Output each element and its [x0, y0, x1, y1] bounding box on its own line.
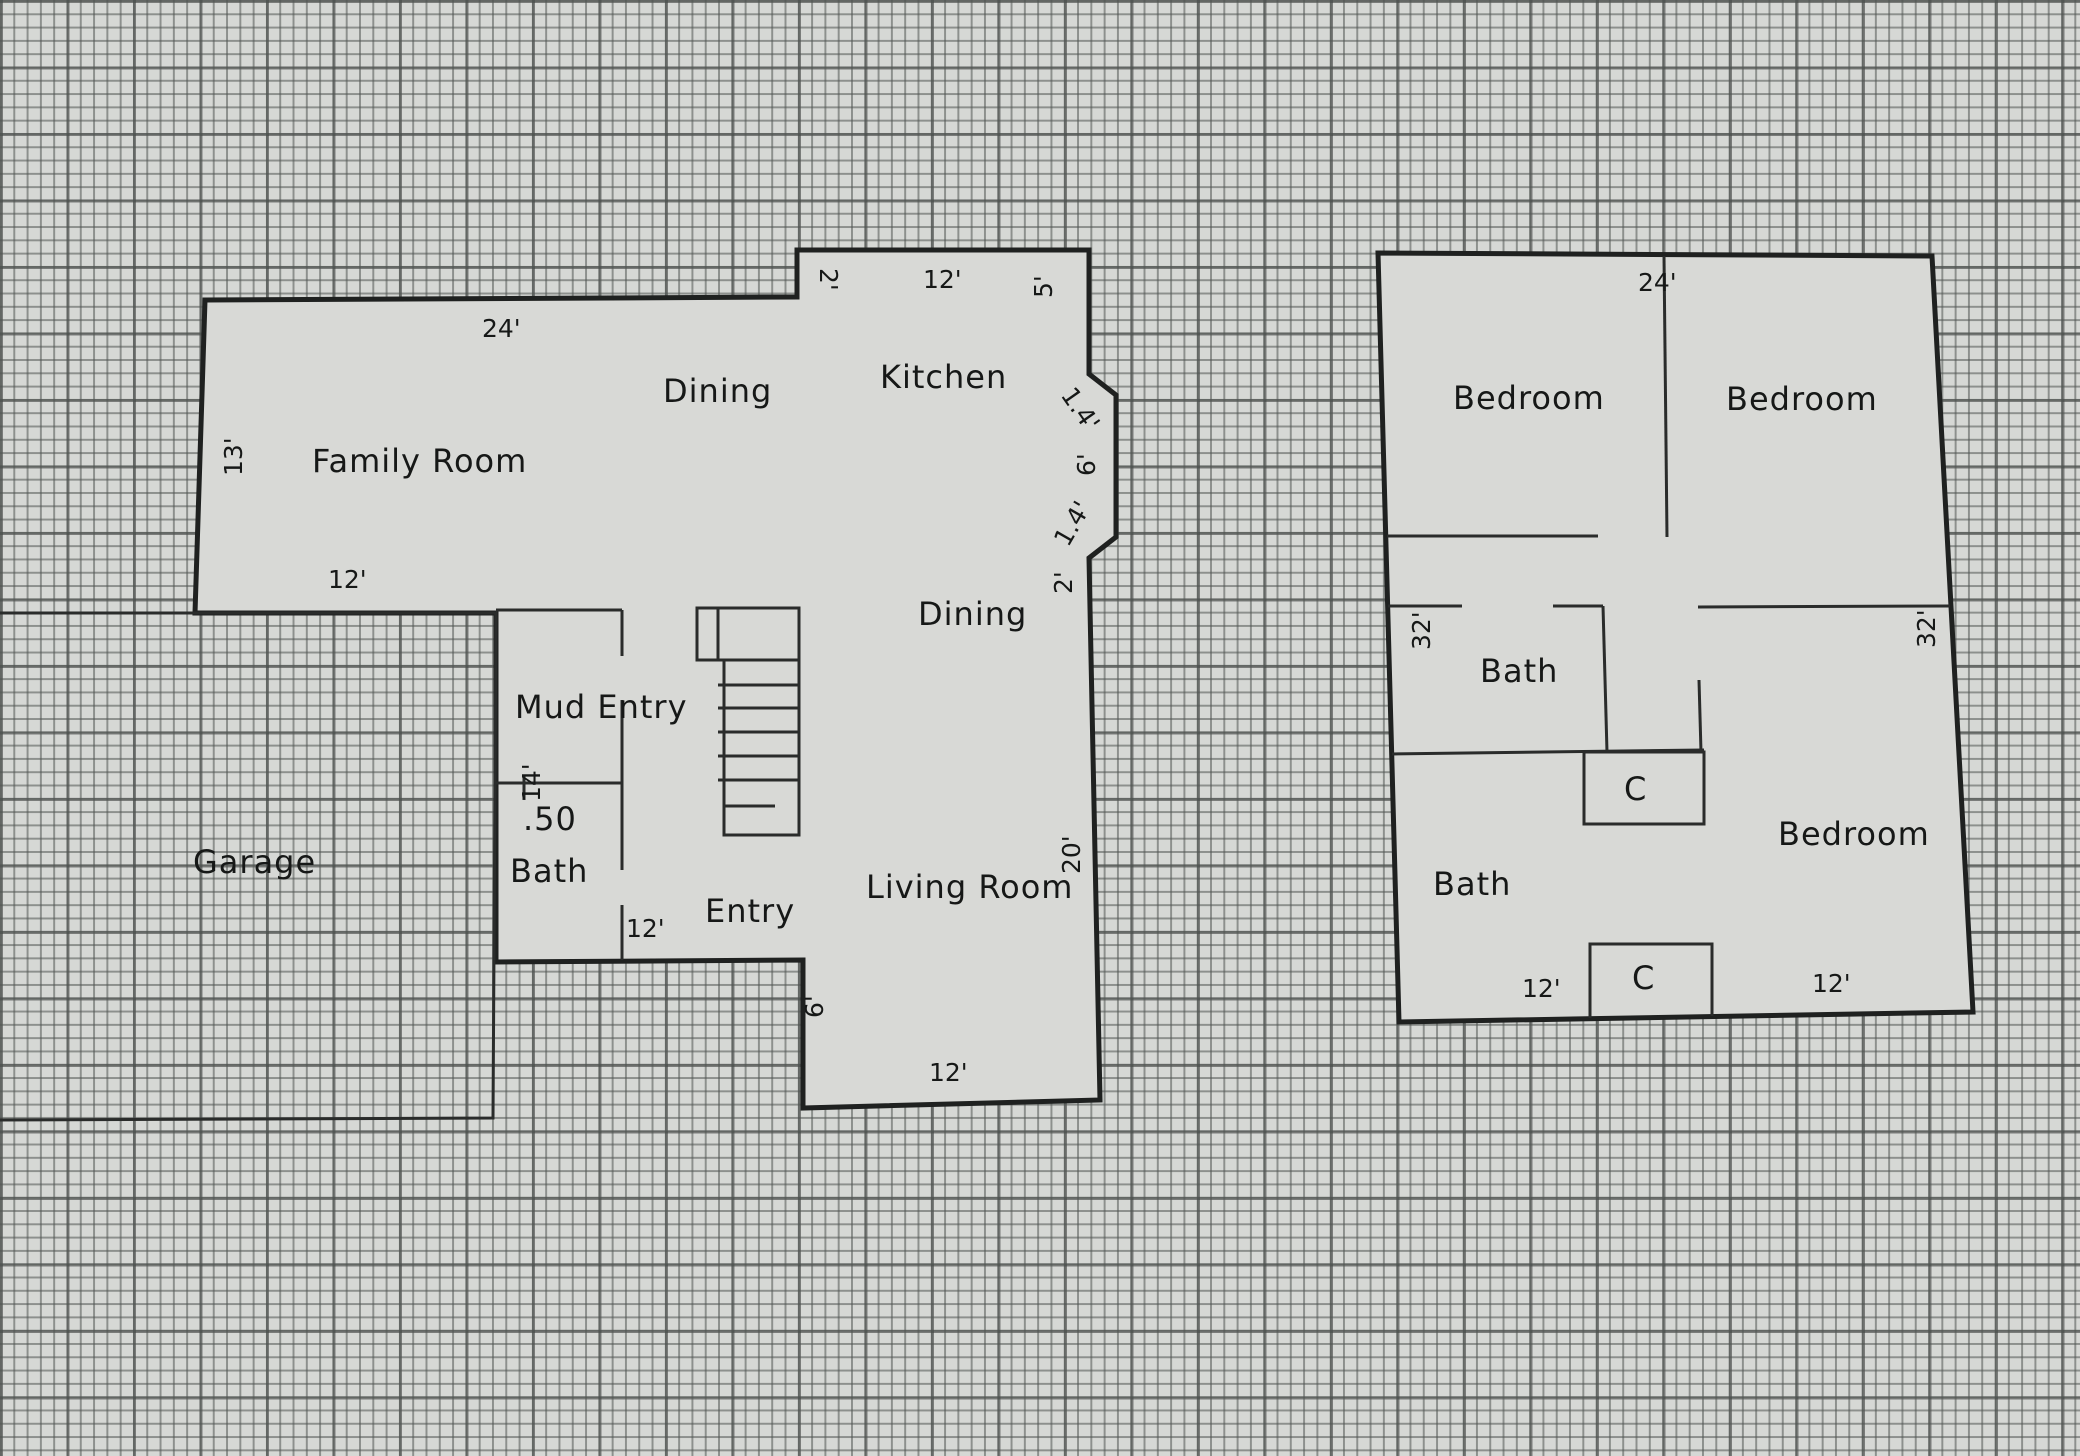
bath-upper-right-wall	[1601, 605, 1609, 753]
dim-right-long: 20'	[1057, 835, 1086, 874]
bath-upper-label: Bath	[1480, 652, 1558, 690]
closet-upper	[1582, 750, 1706, 826]
dim-right-upper: 5'	[1029, 275, 1058, 298]
hall-right-stub	[1697, 679, 1703, 753]
staircase	[695, 606, 801, 837]
living-room-label: Living Room	[866, 868, 1073, 906]
mud-entry-label: Mud Entry	[515, 688, 688, 726]
dim-left-side: 32'	[1407, 611, 1436, 650]
dim-right-side: 32'	[1912, 609, 1941, 648]
entry-label: Entry	[705, 892, 795, 930]
dim-bottom-notch: 6'	[800, 995, 829, 1018]
stair-run	[722, 658, 801, 837]
dim-kitchen-top: 12'	[923, 265, 962, 294]
bedrooms-divider	[1662, 255, 1669, 538]
closet-lower	[1588, 942, 1714, 1018]
first-floor-plan: Family Room Dining Kitchen Dining Mud En…	[0, 247, 1119, 1122]
dining-top-label: Dining	[663, 372, 772, 410]
dim-right-after-bay: 2'	[1049, 571, 1078, 594]
dim-bottom-right: 12'	[1812, 969, 1851, 998]
bedroom-top-right-label: Bedroom	[1726, 380, 1878, 418]
closet-lower-label: C	[1632, 959, 1655, 997]
closet-upper-label: C	[1624, 770, 1647, 808]
bedroom-lower-right-label: Bedroom	[1778, 815, 1930, 853]
dining-right-label: Dining	[918, 595, 1027, 633]
family-room-label: Family Room	[312, 442, 527, 480]
half-bath-label: Bath	[510, 852, 588, 890]
second-floor-outer-wall	[1375, 250, 1976, 1025]
dim-kitchen-notch: 2'	[814, 268, 843, 291]
garage-label: Garage	[193, 843, 316, 881]
bedroom-top-left-label: Bedroom	[1453, 379, 1605, 417]
kitchen-label: Kitchen	[880, 358, 1007, 396]
second-floor-fill	[1378, 253, 1973, 1022]
dim-mud-width: 14'	[517, 763, 546, 802]
dim-top-left: 24'	[482, 314, 521, 343]
half-bath-number-label: .50	[523, 800, 577, 838]
dim-entry-width: 12'	[626, 914, 665, 943]
dim-bay-middle: 6'	[1072, 453, 1101, 476]
second-floor-plan: Bedroom Bedroom Bath C Bedroom Bath C 24…	[1375, 250, 1976, 1025]
bath-lower-label: Bath	[1433, 865, 1511, 903]
first-floor-fill	[195, 250, 1116, 1108]
dim-left-side: 13'	[219, 437, 248, 476]
dim-bottom-left: 12'	[1522, 974, 1561, 1003]
dim-family-bottom: 12'	[328, 565, 367, 594]
dim-top: 24'	[1638, 268, 1677, 297]
hall-right-wall	[1697, 604, 1951, 609]
dim-bottom: 12'	[929, 1058, 968, 1087]
garage-outline	[0, 611, 498, 1122]
